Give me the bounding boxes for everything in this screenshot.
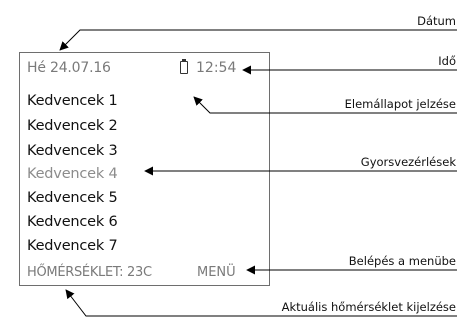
favorite-item-7[interactable]: Kedvencek 7	[27, 238, 118, 254]
favorite-item-3[interactable]: Kedvencek 3	[27, 143, 118, 159]
temperature-readout: HŐMÉRSÉKLET: 23C	[27, 265, 152, 280]
callout-time: Idő	[438, 54, 456, 68]
menu-button[interactable]: MENÜ	[197, 265, 236, 280]
status-time: 12:54	[196, 60, 237, 76]
callout-line-temperature	[65, 289, 457, 317]
callout-quick-controls: Gyorsvezérlések	[360, 155, 456, 169]
status-date: Hé 24.07.16	[27, 60, 111, 76]
favorite-item-1[interactable]: Kedvencek 1	[27, 93, 118, 109]
favorite-item-2[interactable]: Kedvencek 2	[27, 118, 118, 134]
callout-line-date	[59, 29, 457, 51]
callout-date: Dátum	[417, 14, 456, 28]
favorite-item-4[interactable]: Kedvencek 4	[27, 166, 118, 182]
device-screen: Hé 24.07.16 12:54 Kedvencek 1 Kedvencek …	[19, 52, 270, 286]
favorite-item-6[interactable]: Kedvencek 6	[27, 214, 118, 230]
callout-line-battery	[193, 96, 457, 114]
battery-icon	[180, 59, 188, 74]
callout-battery: Elemállapot jelzése	[344, 97, 456, 111]
callout-temperature-display: Aktuális hőmérséklet kijelzése	[281, 300, 456, 314]
favorite-item-5[interactable]: Kedvencek 5	[27, 190, 118, 206]
callout-menu-entry: Belépés a menübe	[348, 254, 456, 268]
